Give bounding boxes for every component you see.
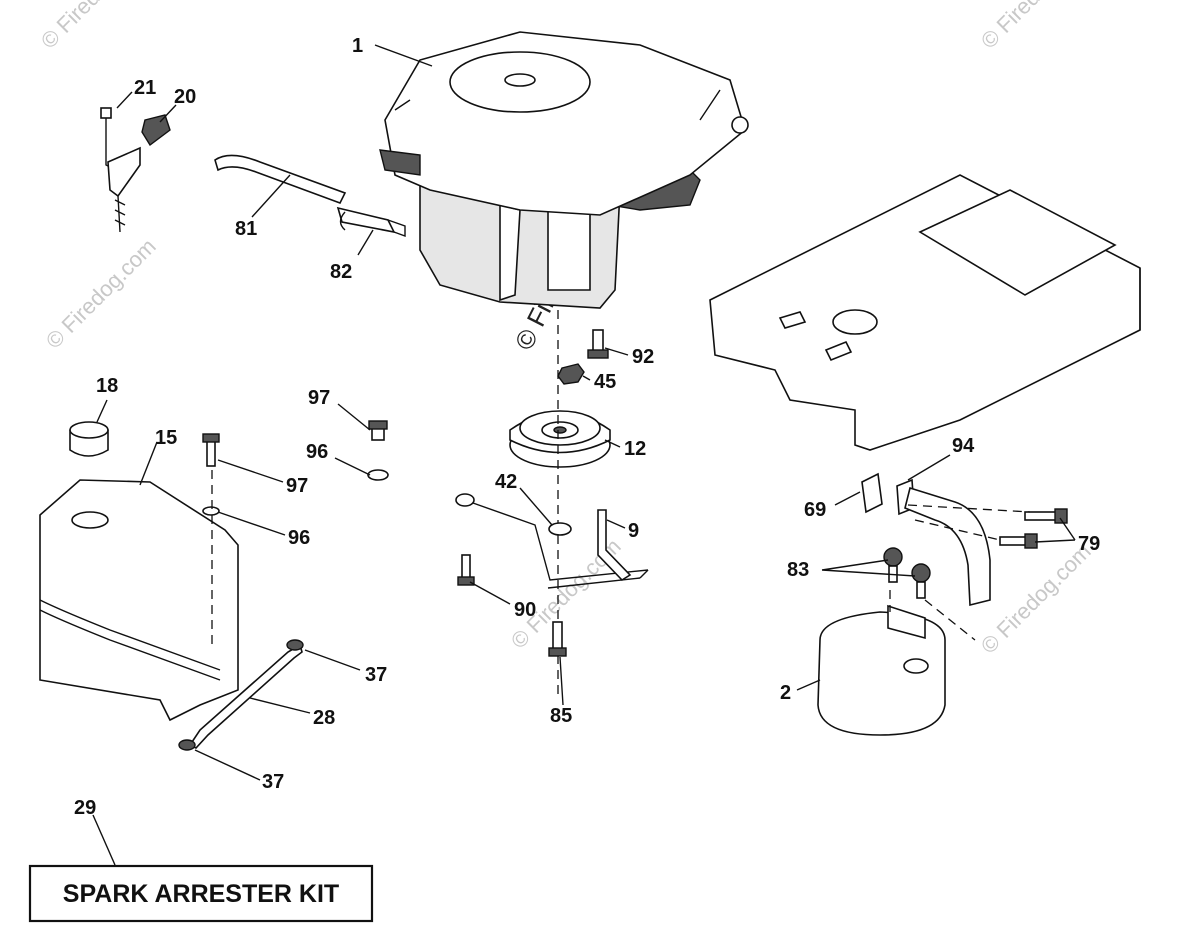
watermark-left: © Firedog.com — [41, 234, 161, 354]
watermark-bottom-right: © Firedog.com — [976, 539, 1096, 659]
callout-link-90: 90 — [514, 599, 536, 621]
callout-spring-9: 9 — [628, 520, 639, 542]
callout-washer-42: 42 — [495, 471, 517, 493]
callout-cap-18: 18 — [96, 375, 118, 397]
pulley-stack — [509, 310, 611, 700]
callout-washer-96b: 96 — [288, 527, 310, 549]
chassis-frame — [709, 174, 1141, 451]
drag-link — [455, 493, 649, 589]
callout-control-20: 20 — [174, 86, 196, 108]
callout-fitting-82: 82 — [330, 261, 352, 283]
callout-nut-45: 45 — [594, 371, 616, 393]
muffler-assembly — [817, 472, 1068, 736]
muffler-knobs — [883, 547, 931, 599]
throttle-control — [100, 107, 171, 233]
callout-hose-28: 28 — [313, 707, 335, 729]
callout-bolts-79: 79 — [1078, 533, 1100, 555]
callout-kit-29: 29 — [74, 797, 96, 819]
callout-knobs-83: 83 — [787, 559, 809, 581]
callouts: 1 21 20 81 82 92 45 12 18 97 96 15 97 96… — [74, 35, 1100, 819]
fuel-tank-assembly — [39, 420, 389, 751]
watermark-top-left: © Firedog.com — [36, 0, 156, 54]
leader-lines — [92, 44, 1076, 866]
callout-muffler-2: 2 — [780, 682, 791, 704]
engine — [379, 31, 749, 309]
callout-bolt-97a: 97 — [308, 387, 330, 409]
callout-bolt-92: 92 — [632, 346, 654, 368]
callout-washer-96a: 96 — [306, 441, 328, 463]
callout-clamp-37b: 37 — [262, 771, 284, 793]
kit-label: SPARK ARRESTER KIT — [63, 880, 339, 908]
callout-tank-15: 15 — [155, 427, 177, 449]
watermark-top-right: © Firedog.com — [976, 0, 1096, 54]
callout-bolt-97b: 97 — [286, 475, 308, 497]
callout-gasket-69: 69 — [804, 499, 826, 521]
callout-engine: 1 — [352, 35, 363, 57]
callout-pulley-12: 12 — [624, 438, 646, 460]
callout-pipe-94: 94 — [952, 435, 975, 457]
callout-bolt-85: 85 — [550, 705, 572, 727]
callout-clamp-37a: 37 — [365, 664, 387, 686]
fuel-line-81 — [214, 154, 406, 237]
spark-arrester-kit-box: SPARK ARRESTER KIT — [28, 864, 374, 923]
callout-bolt-21: 21 — [134, 77, 156, 99]
callout-fuel-line-81: 81 — [235, 218, 257, 240]
